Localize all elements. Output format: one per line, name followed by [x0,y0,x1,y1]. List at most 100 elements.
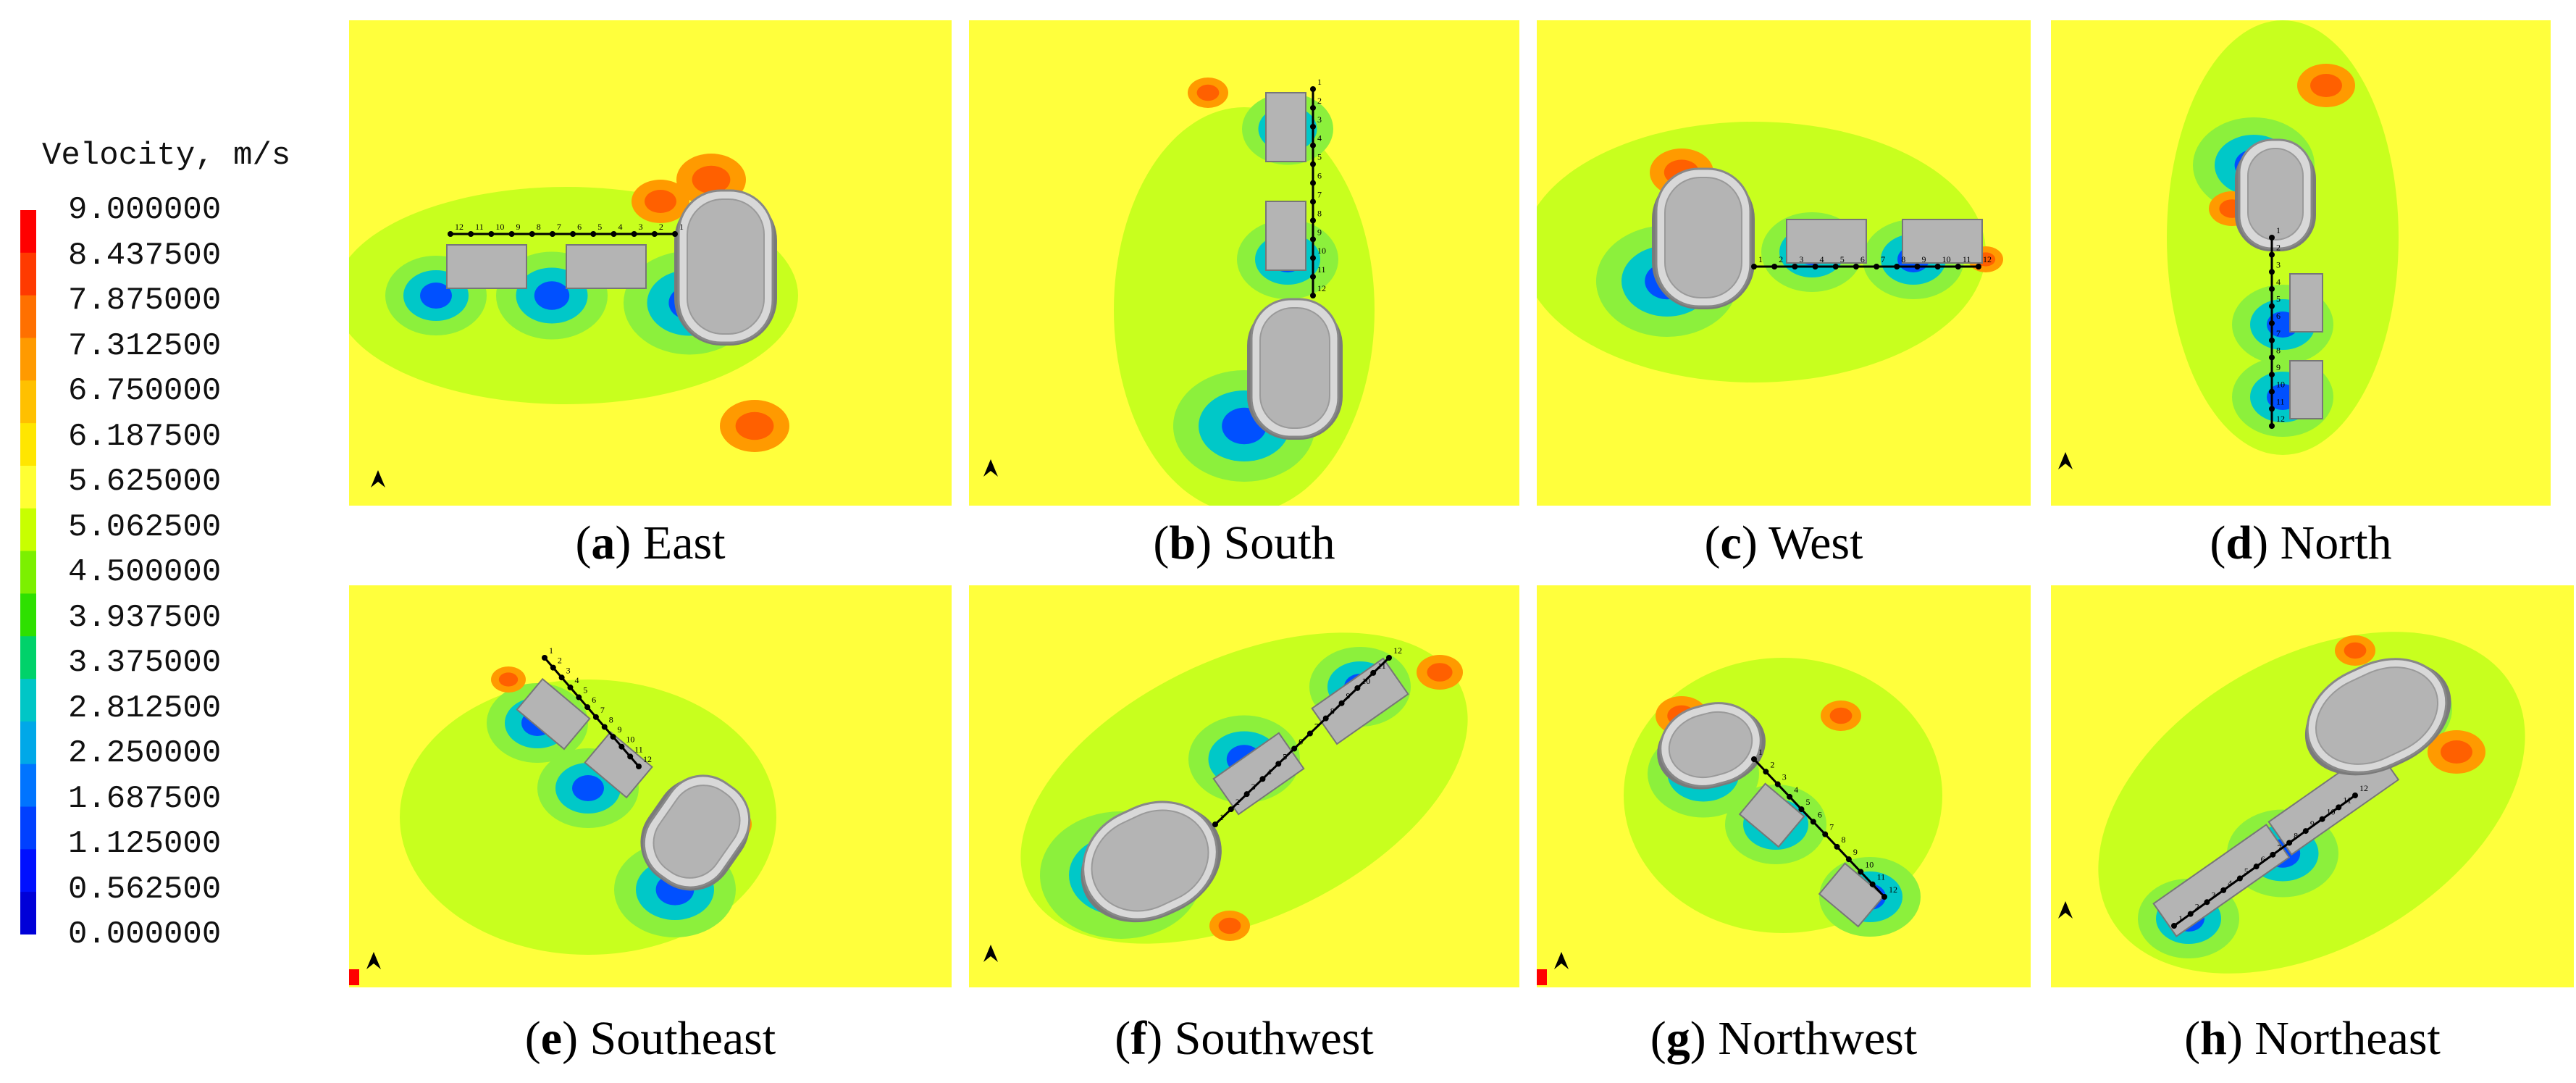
measurement-point [1853,264,1859,269]
north-arrow-icon [983,945,998,962]
tower-building [1657,702,1766,790]
measurement-point-label: 12 [2276,414,2285,424]
legend-swatch [20,551,36,594]
measurement-point [2269,269,2275,275]
legend-value-label: 2.250000 [68,735,222,772]
tower-building [2235,138,2316,251]
measurement-point-label: 5 [1283,751,1287,761]
measurement-point-label: 8 [1901,254,1905,264]
measurement-point [2269,372,2275,378]
legend-value-label: 3.375000 [68,645,222,681]
measurement-point [2286,840,2293,846]
measurement-point [1810,819,1816,825]
legend-value-label: 1.125000 [68,826,222,862]
measurement-point [508,231,515,237]
measurement-point [1291,745,1298,752]
measurement-point-label: 1 [549,645,553,656]
flow-contour [735,411,774,440]
measurement-point-label: 10 [2327,807,2336,817]
measurement-point-label: 10 [1362,676,1370,686]
measurement-point [529,231,535,237]
tower-building [2304,658,2451,776]
legend-marker [1537,969,1547,985]
caption-f: (f) Southwest [1115,1012,1374,1065]
low-building [1818,862,1885,928]
measurement-point [2253,864,2260,870]
flow-contour [498,672,519,687]
caption-c: (c) West [1704,517,1863,569]
measurement-point [1858,869,1864,875]
measurement-point-label: 1 [1758,747,1763,757]
measurement-point [1322,715,1329,722]
measurement-point [1338,700,1345,706]
measurement-point-label: 11 [2276,396,2285,406]
measurement-point [1310,86,1316,92]
low-building [1786,219,1867,264]
measurement-point-label: 6 [577,222,582,232]
measurement-point-label: 5 [1317,152,1322,162]
measurement-point-label: 9 [618,724,622,735]
measurement-point [1386,655,1392,661]
legend-swatch [20,465,36,509]
measurement-point-label: 3 [1799,254,1803,264]
measurement-point-label: 10 [1317,246,1326,256]
measurement-point-label: 11 [475,222,484,232]
measurement-point [1822,831,1829,837]
measurement-point-label: 8 [609,714,613,724]
measurement-point [1310,123,1316,130]
measurement-point-label: 11 [1963,254,1971,264]
measurement-point [1751,264,1757,269]
measurement-point-label: 10 [626,735,634,745]
low-building [1902,219,1983,264]
measurement-point-label: 10 [495,222,504,232]
caption-h: (h) Northeast [2184,1012,2441,1065]
measurement-point-label: 1 [1758,254,1763,264]
measurement-point-label: 9 [2276,362,2281,372]
tower-building [1247,298,1343,440]
flow-contour [534,281,570,310]
measurement-point [1259,776,1266,782]
measurement-point [2220,887,2227,893]
measurement-point [1914,264,1921,269]
measurement-point-label: 7 [2277,842,2281,853]
measurement-point [592,714,599,720]
measurement-point [636,764,642,769]
measurement-point-label: 4 [618,222,622,232]
measurement-point [1354,685,1361,691]
legend-swatch [20,252,36,296]
measurement-point [651,231,658,237]
legend-value-label: 5.062500 [68,509,222,545]
measurement-point [2269,406,2275,412]
measurement-point-label: 11 [2343,795,2351,805]
measurement-point-label: 10 [1942,254,1951,264]
legend-value-label: 9.000000 [68,192,222,228]
caption-b: (b) South [1153,517,1335,569]
legend-color-bar [20,210,36,934]
legend-swatch [20,423,36,467]
measurement-point-label: 7 [1881,254,1885,264]
low-building [1265,201,1306,271]
low-building [1738,782,1805,848]
measurement-point-label: 12 [2359,783,2368,793]
measurement-point [1310,180,1316,186]
measurement-point-label: 11 [634,744,643,754]
low-building [566,244,647,289]
measurement-point [2269,354,2275,361]
measurement-point [2204,899,2210,906]
measurement-point [542,655,547,661]
measurement-point [1212,821,1218,827]
legend-value-label: 8.437500 [68,237,222,274]
measurement-point-label: 3 [1317,114,1322,125]
measurement-point-label: 12 [455,222,463,232]
measurement-point [611,231,617,237]
legend-swatch [20,593,36,637]
legend-swatch [20,764,36,808]
legend-value-label: 3.937500 [68,599,222,636]
measurement-point [1310,255,1316,262]
measurement-point [627,753,634,760]
